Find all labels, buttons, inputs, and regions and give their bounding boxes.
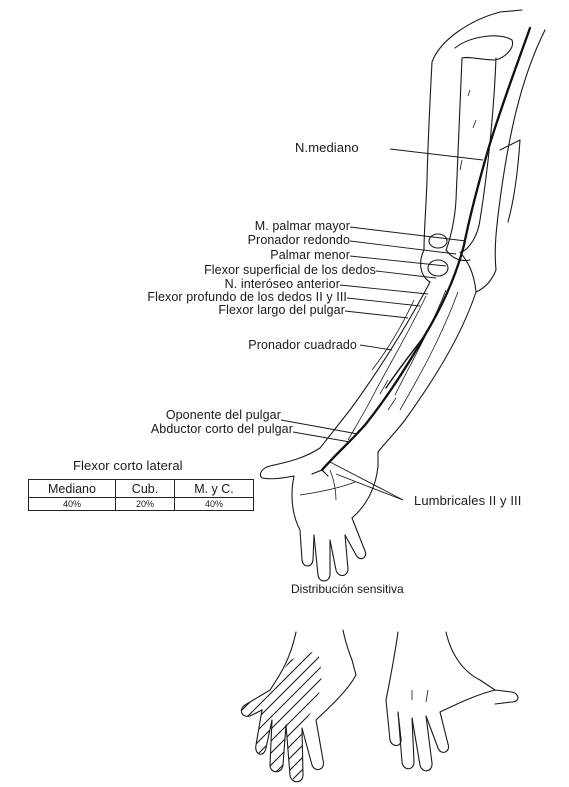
hatched-sensory-area	[240, 640, 340, 779]
label-flexor-profundo: Flexor profundo de los dedos II y III	[147, 290, 347, 304]
upper-arm-outline	[424, 10, 545, 270]
sensory-hand-palm	[240, 630, 356, 782]
label-flexor-superficial: Flexor superficial de los dedos	[204, 263, 376, 277]
label-abductor-corto: Abductor corto del pulgar	[151, 422, 293, 436]
table-header-mediano-y-cubital: M. y C.	[175, 480, 254, 498]
label-oponente-pulgar: Oponente del pulgar	[166, 408, 281, 422]
innervation-table-value-row: 40% 20% 40%	[29, 498, 254, 511]
sensory-hand-dorsum	[386, 632, 518, 771]
table-value-cubital: 20%	[116, 498, 175, 511]
table-value-mediano: 40%	[29, 498, 116, 511]
table-header-mediano: Mediano	[29, 480, 116, 498]
label-palmar-mayor: M. palmar mayor	[255, 219, 350, 233]
label-lumbricales: Lumbricales II y III	[414, 494, 521, 508]
label-interoseo-anterior: N. interóseo anterior	[225, 277, 340, 291]
label-flexor-corto-lateral: Flexor corto lateral	[73, 459, 183, 473]
hand-outline	[260, 448, 378, 581]
median-nerve-path	[322, 28, 530, 470]
caption-distribucion-sensitiva: Distribución sensitiva	[291, 582, 404, 596]
innervation-table: Mediano Cub. M. y C. 40% 20% 40%	[28, 479, 254, 511]
label-flexor-largo-pulgar: Flexor largo del pulgar	[218, 303, 345, 317]
label-palmar-menor: Palmar menor	[270, 248, 350, 262]
label-pronador-redondo: Pronador redondo	[248, 233, 350, 247]
table-value-mediano-y-cubital: 40%	[175, 498, 254, 511]
label-n-mediano: N.mediano	[295, 141, 359, 155]
table-header-cubital: Cub.	[116, 480, 175, 498]
label-pronador-cuadrado: Pronador cuadrado	[248, 338, 357, 352]
innervation-table-header-row: Mediano Cub. M. y C.	[29, 480, 254, 498]
